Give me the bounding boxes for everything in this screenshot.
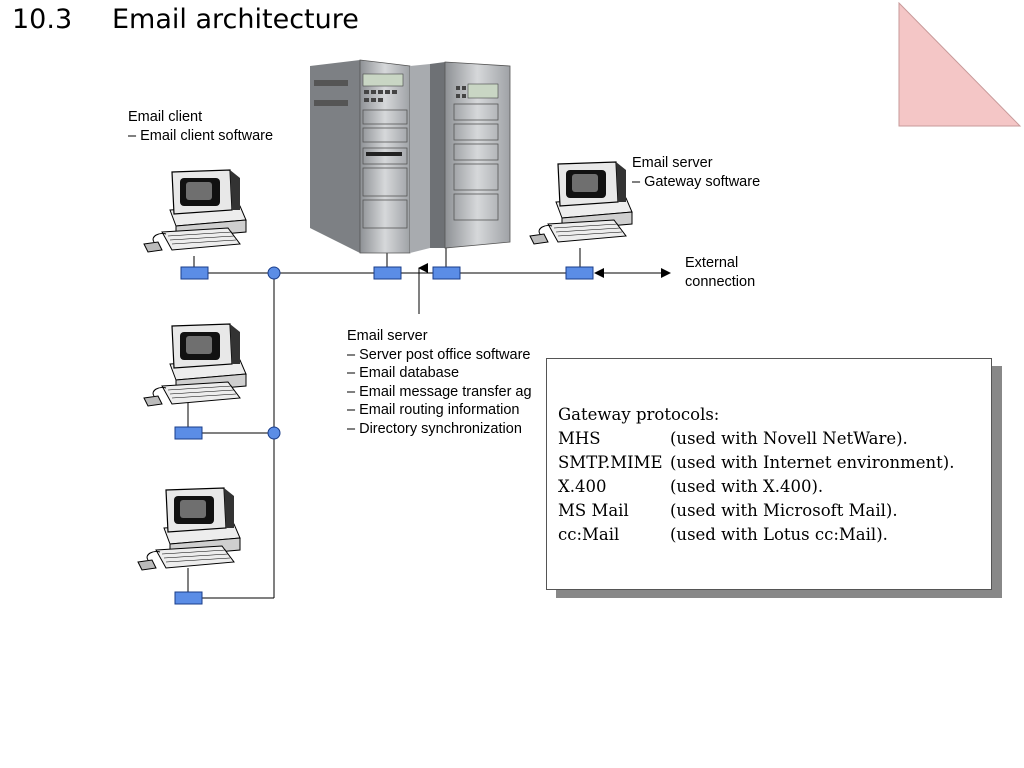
protocol-usage: (used with Internet environment). xyxy=(670,453,955,472)
corner-triangle-decoration xyxy=(898,2,1022,127)
slide-title-text: Email architecture xyxy=(112,4,359,35)
protocol-row: MHS (used with Novell NetWare). xyxy=(558,427,955,451)
label-line: Email server xyxy=(632,155,713,171)
gateway-server-label: Email server – Gateway software xyxy=(632,154,760,191)
protocol-name: MHS xyxy=(558,429,601,448)
network-adapter xyxy=(373,266,402,280)
gateway-protocols-heading: Gateway protocols: xyxy=(558,405,720,424)
protocol-usage: (used with X.400). xyxy=(670,477,824,496)
network-adapter xyxy=(174,426,203,440)
junction-node xyxy=(267,426,281,440)
label-line: Email server xyxy=(347,328,428,344)
protocol-row: MS Mail (used with Microsoft Mail). xyxy=(558,499,955,523)
junction-node xyxy=(267,266,281,280)
client-computer-icon xyxy=(143,169,247,253)
label-line: – Email routing information xyxy=(347,402,520,418)
label-line: – Directory synchronization xyxy=(347,420,522,437)
network-adapter xyxy=(180,266,209,280)
protocol-usage: (used with Lotus cc:Mail). xyxy=(670,525,888,544)
network-adapter xyxy=(432,266,461,280)
protocol-name: MS Mail xyxy=(558,501,629,520)
protocol-row: X.400 (used with X.400). xyxy=(558,475,955,499)
protocol-row: SMTP.MIME (used with Internet environment… xyxy=(558,451,955,475)
post-office-server-label: Email server – Server post office softwa… xyxy=(347,327,546,438)
server-cabinet-icon xyxy=(310,59,511,254)
label-line: – Gateway software xyxy=(632,173,761,190)
client-computer-icon xyxy=(137,487,241,571)
protocol-row: cc:Mail (used with Lotus cc:Mail). xyxy=(558,523,955,547)
label-line: – Server post office software xyxy=(347,346,531,363)
protocol-usage: (used with Microsoft Mail). xyxy=(670,501,898,520)
network-adapter xyxy=(174,591,203,605)
gateway-computer-icon xyxy=(529,161,633,245)
network-adapter xyxy=(565,266,594,280)
external-connection-label: External connection xyxy=(685,254,755,291)
post-office-server-label-container: Email server – Server post office softwa… xyxy=(347,327,546,447)
protocol-usage: (used with Novell NetWare). xyxy=(670,429,908,448)
slide-title: 10.3 Email architecture xyxy=(12,4,359,35)
label-line: – Email database xyxy=(347,365,460,381)
client-computer-icon xyxy=(143,323,247,407)
gateway-protocols-box: Gateway protocols: MHS (used with Novell … xyxy=(546,358,992,590)
protocol-name: X.400 xyxy=(558,477,607,496)
slide-number: 10.3 xyxy=(12,4,73,35)
label-line: External xyxy=(685,255,739,271)
protocol-name: cc:Mail xyxy=(558,525,620,544)
label-line: connection xyxy=(685,273,756,290)
label-line: – Email message transfer ag xyxy=(347,383,532,400)
protocol-name: SMTP.MIME xyxy=(558,453,663,472)
email-client-label: Email client – Email client software xyxy=(128,108,273,145)
label-line: – Email client software xyxy=(128,127,274,144)
label-line: Email client xyxy=(128,109,203,125)
